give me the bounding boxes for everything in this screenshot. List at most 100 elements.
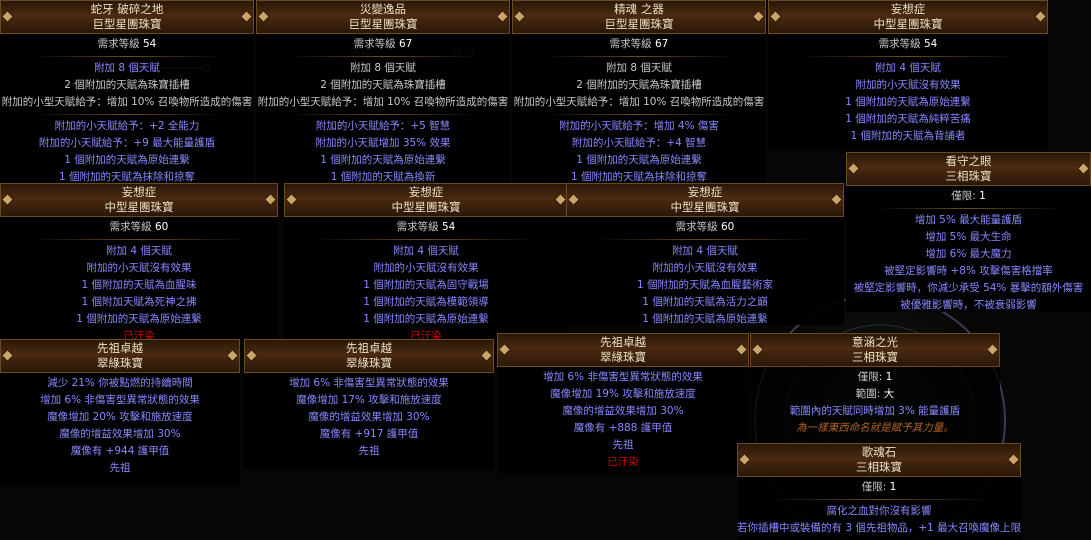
item-requirement: 需求等級 54 bbox=[97, 38, 157, 50]
item-base-type: 翠綠珠寶 bbox=[346, 356, 392, 370]
enchant-mod: 附加的小型天賦給予：增加 10% 召喚物所造成的傷害 bbox=[1, 96, 253, 108]
item-header: 妄想症 中型星團珠寶 bbox=[284, 183, 568, 217]
item-header: 先祖卓越 翠綠珠寶 bbox=[497, 333, 749, 367]
enchant-mod: 2 個附加的天賦為珠寶插槽 bbox=[64, 79, 190, 91]
tooltip-viridian-jewel-2: 先祖卓越 翠綠珠寶 增加 6% 非傷害型異常狀態的效果 魔像增加 17% 攻擊和… bbox=[244, 339, 494, 469]
explicit-mod: 減少 21% 你被點燃的持續時間 bbox=[47, 377, 193, 389]
item-base-type: 巨型星團珠寶 bbox=[348, 17, 418, 31]
item-name: 妄想症 bbox=[687, 185, 723, 199]
item-name: 蛇牙 破碎之地 bbox=[90, 2, 164, 16]
tooltip-large-cluster-jewel-3: 精魂 之器 巨型星團珠寶 需求等級 67 附加 8 個天賦 2 個附加的天賦為珠… bbox=[512, 0, 766, 183]
separator bbox=[798, 56, 1018, 57]
item-base-type: 巨型星團珠寶 bbox=[604, 17, 674, 31]
explicit-mod: 1 個附加的天賦為原始連繫 bbox=[320, 154, 446, 166]
tooltip-medium-cluster-jewel-2: 妄想症 中型星團珠寶 需求等級 60 附加 4 個天賦 附加的小天賦沒有效果 1… bbox=[0, 183, 278, 341]
separator bbox=[30, 114, 224, 115]
explicit-mod: 附加的小天賦沒有效果 bbox=[652, 262, 758, 274]
item-name: 妄想症 bbox=[121, 185, 157, 199]
explicit-mod: 1 個附加的天賦為原始連繫 bbox=[576, 154, 702, 166]
item-limit: 僅限: 1 bbox=[951, 190, 986, 202]
explicit-mod: 附加的小天賦沒有效果 bbox=[373, 262, 479, 274]
explicit-mod: 1 個附加的天賦為原始連繫 bbox=[642, 313, 768, 325]
explicit-mod: 1 個附加的天賦為抹除和掠奪 bbox=[570, 171, 708, 183]
explicit-mod: 附加 4 個天賦 bbox=[875, 62, 941, 74]
tooltip-medium-cluster-jewel-1: 妄想症 中型星團珠寶 需求等級 54 附加 4 個天賦 附加的小天賦沒有效果 1… bbox=[768, 0, 1048, 148]
enchant-mod: 2 個附加的天賦為珠寶插槽 bbox=[576, 79, 702, 91]
item-base-type: 三相珠寶 bbox=[856, 460, 902, 474]
explicit-mod: 增加 6% 非傷害型異常狀態的效果 bbox=[40, 394, 200, 406]
explicit-mod: 1 個附加的天賦為原始連繫 bbox=[76, 313, 202, 325]
item-base-type: 三相珠寶 bbox=[945, 169, 992, 183]
explicit-mod: 附加的小天賦給予：+2 全能力 bbox=[54, 120, 200, 132]
separator bbox=[767, 499, 991, 500]
item-requirement: 需求等級 67 bbox=[609, 38, 669, 50]
item-base-type: 巨型星團珠寶 bbox=[92, 17, 162, 31]
separator bbox=[314, 239, 538, 240]
explicit-mod: 魔像增加 19% 攻擊和施放速度 bbox=[550, 388, 696, 400]
item-base-type: 三相珠寶 bbox=[852, 350, 898, 364]
separator bbox=[596, 239, 814, 240]
flavour-text: 為一樣東西命名就是賦予其力量。 bbox=[796, 422, 954, 434]
explicit-mod: 1 個附加的天賦為換新 bbox=[330, 171, 436, 183]
enchant-mod: 2 個附加的天賦為珠寶插槽 bbox=[320, 79, 446, 91]
item-header: 先祖卓越 翠綠珠寶 bbox=[0, 339, 240, 373]
explicit-mod: 1 個附加的天賦為純粹苦痛 bbox=[845, 113, 971, 125]
tooltip-large-cluster-jewel-2: 災變逸品 巨型星團珠寶 需求等級 67 附加 8 個天賦 2 個附加的天賦為珠寶… bbox=[256, 0, 510, 183]
tooltip-prismatic-jewel-light-of-meaning: 意涵之光 三相珠寶 僅限: 1 範圍: 大 範圍內的天賦同時增加 3% 能量護盾… bbox=[750, 333, 1000, 445]
explicit-mod: 魔像有 +917 護甲值 bbox=[319, 428, 419, 440]
explicit-mod: 魔像增加 17% 攻擊和施放速度 bbox=[296, 394, 442, 406]
enchant-mod: 附加 8 個天賦 bbox=[350, 62, 416, 74]
explicit-mod: 增加 6% 非傷害型異常狀態的效果 bbox=[289, 377, 449, 389]
tooltip-prismatic-jewel-songstone: 歌魂石 三相珠寶 僅限: 1 腐化之血對你沒有影響 若你插槽中或裝備的有 3 個… bbox=[737, 443, 1021, 540]
explicit-mod: 附加 4 個天賦 bbox=[106, 245, 172, 257]
separator bbox=[30, 56, 224, 57]
separator bbox=[876, 208, 1061, 209]
explicit-mod: 增加 6% 最大魔力 bbox=[925, 248, 1012, 260]
corrupted-label: 已汙染 bbox=[410, 330, 442, 341]
explicit-mod: 被優雅影響時，不被衰弱影響 bbox=[900, 299, 1037, 311]
tooltip-medium-cluster-jewel-3: 妄想症 中型星團珠寶 需求等級 54 附加 4 個天賦 附加的小天賦沒有效果 1… bbox=[284, 183, 568, 341]
explicit-mod: 1 個附加的天賦為血腥藝術家 bbox=[636, 279, 774, 291]
item-base-type: 中型星團珠寶 bbox=[873, 17, 943, 31]
explicit-mod: 附加的小天賦沒有效果 bbox=[855, 79, 961, 91]
item-name: 精魂 之器 bbox=[614, 2, 664, 16]
explicit-mod: 1 個附加的天賦為固守戰場 bbox=[363, 279, 489, 291]
explicit-mod: 附加 4 個天賦 bbox=[672, 245, 738, 257]
tooltip-viridian-jewel-1: 先祖卓越 翠綠珠寶 減少 21% 你被點燃的持續時間 增加 6% 非傷害型異常狀… bbox=[0, 339, 240, 485]
item-name: 先祖卓越 bbox=[97, 341, 143, 355]
explicit-mod: 魔像的增益效果增加 30% bbox=[308, 411, 430, 423]
explicit-mod: 1 個附加的天賦為活力之巔 bbox=[642, 296, 768, 308]
item-name: 歌魂石 bbox=[861, 445, 897, 459]
separator bbox=[542, 114, 736, 115]
explicit-mod: 附加 4 個天賦 bbox=[393, 245, 459, 257]
explicit-mod: 增加 5% 最大生命 bbox=[925, 231, 1012, 243]
enchant-mod: 附加的小型天賦給予：增加 10% 召喚物所造成的傷害 bbox=[513, 96, 765, 108]
explicit-mod: 魔像有 +944 護甲值 bbox=[70, 445, 170, 457]
item-header: 妄想症 中型星團珠寶 bbox=[566, 183, 844, 217]
tooltip-viridian-jewel-3: 先祖卓越 翠綠珠寶 增加 6% 非傷害型異常狀態的效果 魔像增加 19% 攻擊和… bbox=[497, 333, 749, 473]
enchant-mod: 附加 8 個天賦 bbox=[94, 62, 160, 74]
explicit-mod: 附加的小天賦給予：+9 最大能量護盾 bbox=[38, 137, 216, 149]
item-requirement: 需求等級 54 bbox=[396, 221, 456, 233]
explicit-mod: 增加 5% 最大能量護盾 bbox=[914, 214, 1023, 226]
item-limit: 僅限: 1 bbox=[857, 371, 893, 383]
separator bbox=[286, 56, 480, 57]
explicit-mod: 1 個附加的天賦為原始連繫 bbox=[363, 313, 489, 325]
explicit-mod: 先祖 bbox=[612, 439, 634, 451]
item-name: 妄想症 bbox=[890, 2, 926, 16]
item-header: 蛇牙 破碎之地 巨型星團珠寶 bbox=[0, 0, 254, 34]
explicit-mod: 腐化之血對你沒有影響 bbox=[826, 505, 932, 517]
item-limit: 僅限: 1 bbox=[861, 481, 897, 493]
explicit-mod: 若你插槽中或裝備的有 3 個先祖物品，+1 最大召喚魔像上限 bbox=[737, 522, 1021, 534]
item-base-type: 翠綠珠寶 bbox=[97, 356, 143, 370]
explicit-mod: 魔像的增益效果增加 30% bbox=[562, 405, 684, 417]
item-header: 意涵之光 三相珠寶 bbox=[750, 333, 1000, 367]
explicit-mod: 範圍內的天賦同時增加 3% 能量護盾 bbox=[789, 405, 961, 417]
explicit-mod: 附加的小天賦沒有效果 bbox=[86, 262, 192, 274]
item-header: 精魂 之器 巨型星團珠寶 bbox=[512, 0, 766, 34]
item-requirement: 需求等級 60 bbox=[675, 221, 735, 233]
item-name: 先祖卓越 bbox=[600, 335, 646, 349]
item-name: 妄想症 bbox=[408, 185, 444, 199]
enchant-mod: 附加 8 個天賦 bbox=[606, 62, 672, 74]
item-header: 先祖卓越 翠綠珠寶 bbox=[244, 339, 494, 373]
